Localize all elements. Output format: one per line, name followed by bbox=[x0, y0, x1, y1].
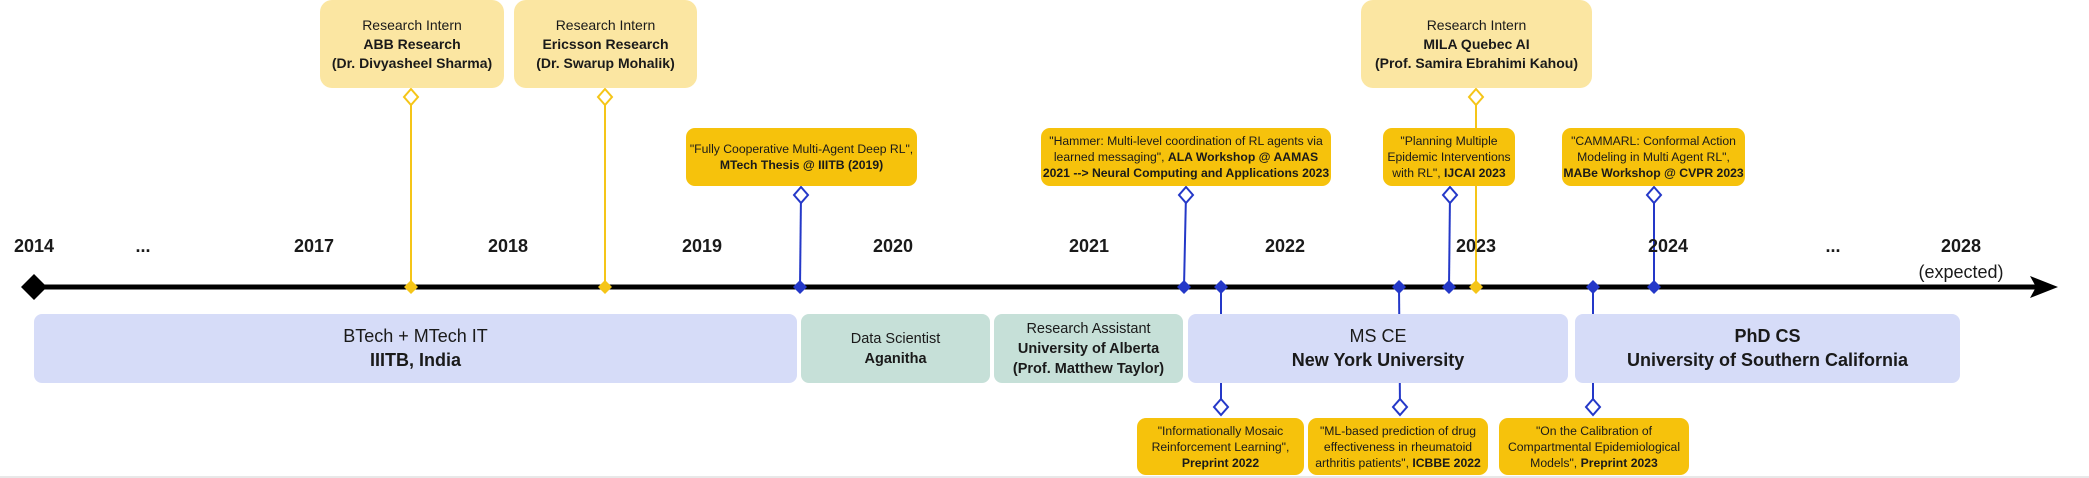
publication-venue: MABe Workshop @ CVPR 2023 bbox=[1563, 166, 1744, 180]
publication-venue-inline: Preprint 2023 bbox=[1580, 455, 1658, 470]
year-label: 2014 bbox=[13, 236, 55, 256]
year-label: 2024 bbox=[1647, 236, 1689, 256]
axis-start-diamond-icon bbox=[21, 274, 47, 300]
job-title: Research Assistant bbox=[1026, 320, 1151, 337]
year-label: 2019 bbox=[681, 236, 723, 256]
publication-title: "On the Calibration of bbox=[1535, 423, 1653, 438]
filled-diamond-icon bbox=[1647, 280, 1661, 294]
publication-title: "Informationally Mosaic bbox=[1157, 423, 1284, 438]
year-label: 2017 bbox=[293, 236, 335, 256]
education-card-usc: PhD CS University of Southern California bbox=[1575, 314, 1960, 383]
publication-title: "ML-based prediction of drug bbox=[1319, 423, 1477, 438]
internship-org: MILA Quebec AI bbox=[1423, 35, 1530, 52]
filled-diamond-icon bbox=[1442, 280, 1456, 294]
publication-card-hammer: "Hammer: Multi-level coordination of RL … bbox=[1041, 128, 1331, 186]
year-label: 2018 bbox=[487, 236, 529, 256]
internship-card-ericsson: Research Intern Ericsson Research (Dr. S… bbox=[514, 0, 697, 88]
publication-card-planning: "Planning Multiple Epidemic Intervention… bbox=[1383, 128, 1515, 186]
hollow-diamond-icon bbox=[1584, 397, 1602, 417]
filled-diamond-icon bbox=[404, 280, 418, 294]
publication-venue: MTech Thesis @ IIITB (2019) bbox=[719, 158, 884, 172]
hollow-diamond-icon bbox=[1177, 185, 1195, 205]
publication-title-cont: Compartmental Epidemiological bbox=[1507, 439, 1681, 454]
internship-mentor: (Prof. Samira Ebrahimi Kahou) bbox=[1374, 54, 1579, 71]
publication-title: "CAMMARL: Conformal Action bbox=[1571, 134, 1736, 148]
publication-venue: 2021 --> Neural Computing and Applicatio… bbox=[1042, 166, 1330, 180]
filled-diamond-icon bbox=[1392, 280, 1406, 294]
job-card-aganitha: Data Scientist Aganitha bbox=[801, 314, 990, 383]
connector-thesis bbox=[799, 193, 802, 288]
hollow-diamond-icon bbox=[1441, 185, 1459, 205]
publication-title: "Hammer: Multi-level coordination of RL … bbox=[1049, 134, 1323, 148]
publication-title-end: arthritis patients", ICBBE 2022 bbox=[1315, 455, 1481, 470]
hollow-diamond-icon bbox=[1212, 397, 1230, 417]
publication-venue-inline: IJCAI 2023 bbox=[1444, 166, 1506, 180]
publication-card-mosaic: "Informationally Mosaic Reinforcement Le… bbox=[1137, 418, 1304, 475]
internship-org: Ericsson Research bbox=[542, 35, 669, 52]
hollow-diamond-icon bbox=[1467, 87, 1485, 107]
internship-mentor: (Dr. Swarup Mohalik) bbox=[536, 54, 675, 71]
filled-diamond-icon bbox=[598, 280, 612, 294]
education-school: University of Southern California bbox=[1626, 350, 1909, 370]
publication-title: "Planning Multiple bbox=[1400, 134, 1498, 148]
year-label: 2022 bbox=[1264, 236, 1306, 256]
education-card-nyu: MS CE New York University bbox=[1188, 314, 1568, 383]
publication-title-cont: Modeling in Multi Agent RL", bbox=[1577, 150, 1730, 164]
publication-title-cont: effectiveness in rheumatoid bbox=[1323, 439, 1473, 454]
hollow-diamond-icon bbox=[1391, 397, 1409, 417]
publication-title-end: with RL", IJCAI 2023 bbox=[1392, 166, 1506, 180]
expected-note: (expected) bbox=[1918, 262, 2004, 282]
filled-diamond-icon bbox=[1214, 280, 1228, 294]
internship-role: Research Intern bbox=[362, 16, 462, 33]
year-label: 2028 bbox=[1940, 236, 1982, 256]
publication-venue-inline: ICBBE 2022 bbox=[1412, 455, 1481, 470]
publication-card-ml-drug: "ML-based prediction of drug effectivene… bbox=[1308, 418, 1488, 475]
filled-diamond-icon bbox=[1469, 280, 1483, 294]
filled-diamond-icon bbox=[1177, 280, 1191, 294]
internship-card-mila: Research Intern MILA Quebec AI (Prof. Sa… bbox=[1361, 0, 1592, 88]
hollow-diamond-icon bbox=[402, 87, 420, 107]
publication-title-cont: Reinforcement Learning", bbox=[1151, 439, 1290, 454]
education-school: IIITB, India bbox=[369, 350, 461, 370]
year-label: ... bbox=[135, 236, 151, 256]
education-degree: MS CE bbox=[1349, 326, 1407, 346]
filled-diamond-icon bbox=[1586, 280, 1600, 294]
publication-title-cont: learned messaging", ALA Workshop @ AAMAS bbox=[1053, 150, 1319, 164]
internship-org: ABB Research bbox=[363, 35, 461, 52]
job-card-alberta: Research Assistant University of Alberta… bbox=[994, 314, 1183, 383]
publication-card-thesis: "Fully Cooperative Multi-Agent Deep RL",… bbox=[686, 128, 917, 186]
publication-card-cammarl: "CAMMARL: Conformal Action Modeling in M… bbox=[1562, 128, 1745, 186]
hollow-diamond-icon bbox=[596, 87, 614, 107]
connector-hammer bbox=[1183, 193, 1187, 288]
publication-title: "Fully Cooperative Multi-Agent Deep RL", bbox=[689, 142, 914, 156]
publication-title-end: Models", Preprint 2023 bbox=[1530, 455, 1658, 470]
education-degree: PhD CS bbox=[1734, 326, 1801, 346]
axis-arrowhead-icon bbox=[2030, 276, 2058, 298]
job-org: University of Alberta bbox=[1017, 340, 1160, 357]
education-card-iiitb: BTech + MTech IT IIITB, India bbox=[34, 314, 797, 383]
connector-planning bbox=[1448, 193, 1451, 288]
publication-card-calibration: "On the Calibration of Compartmental Epi… bbox=[1499, 418, 1689, 475]
job-person: (Prof. Matthew Taylor) bbox=[1012, 360, 1165, 377]
publication-venue: Preprint 2022 bbox=[1181, 455, 1260, 470]
publication-venue-inline: ALA Workshop @ AAMAS bbox=[1167, 150, 1319, 164]
hollow-diamond-icon bbox=[792, 185, 810, 205]
year-label: 2021 bbox=[1068, 236, 1110, 256]
education-degree: BTech + MTech IT bbox=[343, 326, 488, 346]
internship-card-abb: Research Intern ABB Research (Dr. Divyas… bbox=[320, 0, 504, 88]
filled-diamond-icon bbox=[793, 280, 807, 294]
education-school: New York University bbox=[1291, 350, 1465, 370]
job-title: Data Scientist bbox=[850, 330, 941, 347]
year-label: ... bbox=[1825, 236, 1841, 256]
publication-title-cont: Epidemic Interventions bbox=[1387, 150, 1511, 164]
year-label: 2020 bbox=[872, 236, 914, 256]
hollow-diamond-icon bbox=[1645, 185, 1663, 205]
year-label: 2023 bbox=[1455, 236, 1497, 256]
bottom-border bbox=[0, 476, 2089, 478]
internship-role: Research Intern bbox=[1426, 16, 1527, 33]
job-org: Aganitha bbox=[864, 350, 927, 367]
internship-role: Research Intern bbox=[555, 16, 656, 33]
internship-mentor: (Dr. Divyasheel Sharma) bbox=[331, 54, 493, 71]
